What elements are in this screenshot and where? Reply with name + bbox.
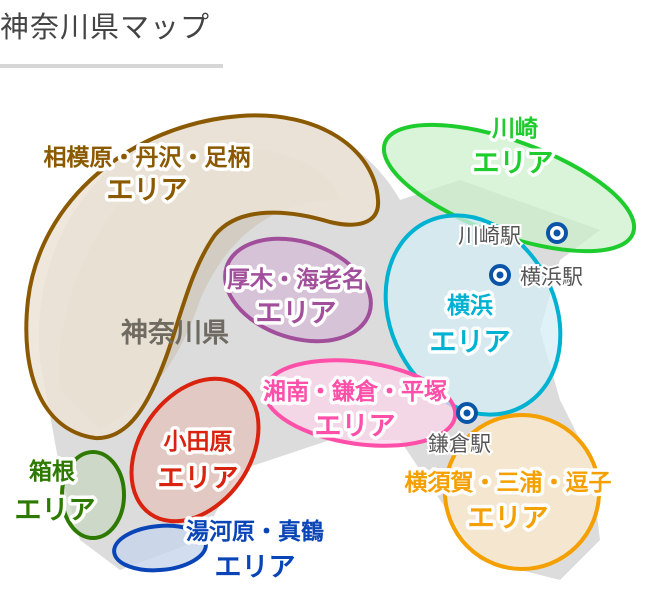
area-name: 横須賀・三浦・逗子 <box>405 469 612 496</box>
area-suffix: エリア <box>107 175 188 206</box>
area-yugawara[interactable] <box>112 522 208 574</box>
area-suffix: エリア <box>315 411 396 442</box>
station-kawasaki[interactable]: 川崎駅 <box>456 222 568 250</box>
area-name: 小田原 <box>164 429 233 455</box>
area-suffix: エリア <box>468 503 549 534</box>
label-shonan[interactable]: 湘南・鎌倉・平塚 エリア <box>260 375 451 446</box>
area-suffix: エリア <box>15 495 96 526</box>
area-name: 川崎 <box>492 116 538 142</box>
area-name: 湘南・鎌倉・平塚 <box>263 378 447 405</box>
station-label: 鎌倉駅 <box>428 432 491 456</box>
station-marker-dot <box>553 229 561 237</box>
station-label: 川崎駅 <box>458 224 521 248</box>
area-suffix: エリア <box>430 327 511 358</box>
area-hakone[interactable] <box>60 450 126 540</box>
area-suffix: エリア <box>473 148 554 179</box>
title-underline <box>0 64 223 68</box>
area-atsugi[interactable] <box>212 221 384 359</box>
station-marker-dot <box>463 409 471 417</box>
label-atsugi[interactable]: 厚木・海老名 エリア <box>224 263 369 333</box>
station-label: 横浜駅 <box>520 265 583 289</box>
area-name: 相模原・丹沢・足柄 <box>44 145 251 171</box>
page-title: 神奈川県マップ <box>0 10 211 44</box>
station-kamakura[interactable]: 鎌倉駅 <box>426 402 493 458</box>
area-suffix: エリア <box>158 463 239 494</box>
area-name: 湯河原・真鶴 <box>186 518 324 545</box>
label-odawara[interactable]: 小田原 エリア <box>154 426 242 498</box>
label-yokohama[interactable]: 横浜 エリア <box>426 290 514 362</box>
label-yokosuka[interactable]: 横須賀・三浦・逗子 エリア <box>401 466 615 538</box>
label-hakone[interactable]: 箱根 エリア <box>11 455 99 530</box>
area-yokohama[interactable] <box>352 185 594 446</box>
station-yokohama[interactable]: 横浜駅 <box>489 263 585 291</box>
label-kawasaki[interactable]: 川崎 エリア <box>469 113 557 183</box>
area-name: 厚木・海老名 <box>227 266 365 293</box>
prefecture-label: 神奈川県 <box>121 318 229 349</box>
area-name: 箱根 <box>29 458 75 485</box>
area-odawara[interactable] <box>105 355 285 546</box>
label-sagamihara[interactable]: 相模原・丹沢・足柄 エリア <box>40 142 254 210</box>
area-sagamihara[interactable] <box>24 113 381 441</box>
label-yugawara[interactable]: 湯河原・真鶴 エリア <box>183 515 328 587</box>
area-name: 横浜 <box>447 293 493 319</box>
area-suffix: エリア <box>256 298 337 329</box>
area-yokosuka[interactable] <box>443 413 601 571</box>
area-shonan[interactable] <box>259 349 461 457</box>
area-suffix: エリア <box>215 552 296 583</box>
station-marker-dot <box>496 271 504 279</box>
